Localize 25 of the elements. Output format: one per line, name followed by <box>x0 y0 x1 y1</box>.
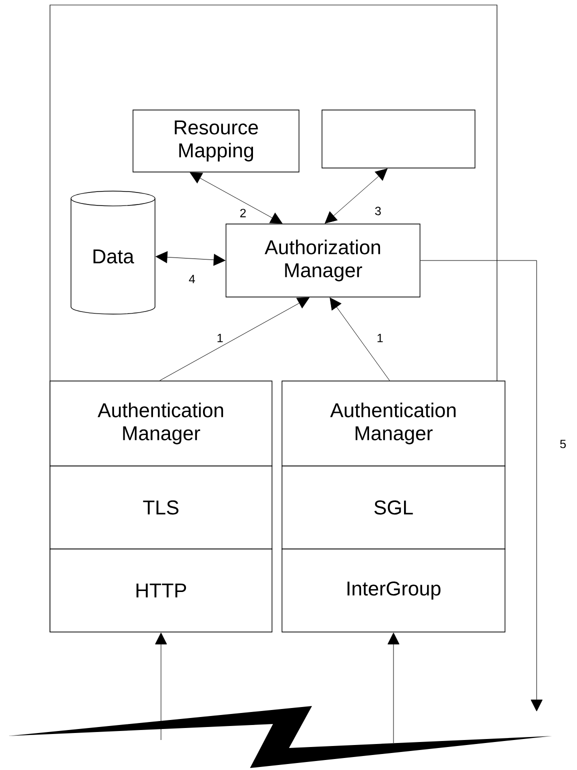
arrow <box>324 168 388 224</box>
layer-box: Authentication Manager <box>50 380 272 466</box>
arrow <box>159 297 310 381</box>
process-box: Resource Mapping <box>132 110 300 172</box>
layer-box: TLS <box>50 466 272 550</box>
arrow <box>330 298 390 381</box>
layer-box: InterGroup <box>282 548 506 632</box>
layer-box: SGL <box>282 466 506 550</box>
arrow <box>388 632 400 744</box>
database-cylinder: Data <box>70 190 156 314</box>
arrow <box>155 632 167 740</box>
edge-label: 3 <box>373 205 383 217</box>
arrow <box>156 251 226 266</box>
arrow <box>420 260 543 712</box>
edge-label: 5 <box>558 438 568 450</box>
edge-label: 4 <box>187 273 197 285</box>
layer-box: HTTP <box>50 548 272 632</box>
arrow <box>190 172 282 224</box>
process-box <box>322 110 476 168</box>
process-box: Authorization Manager <box>226 224 420 298</box>
network-drawing <box>8 706 552 768</box>
edge-label: 1 <box>375 332 385 344</box>
layer-box: Authentication Manager <box>282 380 506 466</box>
edge-label: 2 <box>238 207 248 219</box>
edge-label: 1 <box>215 332 225 344</box>
